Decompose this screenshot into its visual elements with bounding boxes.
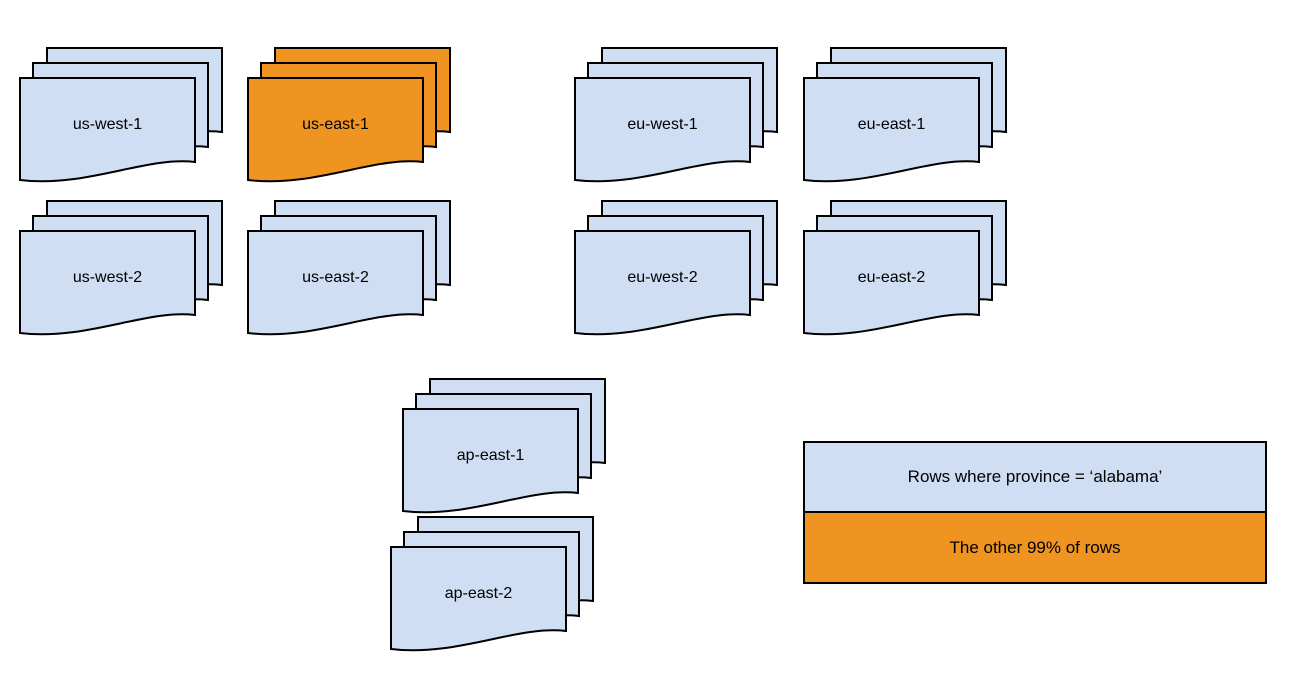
region-stack-us-west-2[interactable]: us-west-2 (19, 197, 229, 337)
region-shape-us-west-2: us-west-2 (19, 200, 223, 336)
legend: Rows where province = ‘alabama’ The othe… (803, 441, 1267, 584)
region-stack-us-west-1[interactable]: us-west-1 (19, 44, 229, 184)
document-front (803, 77, 980, 183)
legend-row-other-rows: The other 99% of rows (805, 513, 1265, 582)
document-front (19, 77, 196, 183)
document-front (803, 230, 980, 336)
region-stack-eu-east-1[interactable]: eu-east-1 (803, 44, 1013, 184)
document-front (574, 77, 751, 183)
region-stack-us-east-1[interactable]: us-east-1 (247, 44, 457, 184)
region-stack-us-east-2[interactable]: us-east-2 (247, 197, 457, 337)
region-stack-eu-east-2[interactable]: eu-east-2 (803, 197, 1013, 337)
region-shape-ap-east-1: ap-east-1 (402, 378, 606, 514)
region-shape-us-east-1: us-east-1 (247, 47, 451, 183)
region-shape-eu-east-1: eu-east-1 (803, 47, 1007, 183)
document-front (19, 230, 196, 336)
legend-row-alabama: Rows where province = ‘alabama’ (805, 443, 1265, 513)
document-front (390, 546, 567, 652)
document-front (574, 230, 751, 336)
region-shape-eu-west-2: eu-west-2 (574, 200, 778, 336)
region-shape-us-east-2: us-east-2 (247, 200, 451, 336)
region-shape-ap-east-2: ap-east-2 (390, 516, 594, 652)
region-shape-eu-west-1: eu-west-1 (574, 47, 778, 183)
region-shape-eu-east-2: eu-east-2 (803, 200, 1007, 336)
legend-label-alabama: Rows where province = ‘alabama’ (907, 467, 1163, 486)
region-stack-ap-east-2[interactable]: ap-east-2 (390, 513, 600, 653)
region-stack-eu-west-1[interactable]: eu-west-1 (574, 44, 784, 184)
document-front (247, 230, 424, 336)
region-shape-us-west-1: us-west-1 (19, 47, 223, 183)
region-stack-eu-west-2[interactable]: eu-west-2 (574, 197, 784, 337)
document-front (402, 408, 579, 514)
region-stack-ap-east-1[interactable]: ap-east-1 (402, 375, 612, 515)
legend-label-other-rows: The other 99% of rows (949, 537, 1121, 557)
document-front (247, 77, 424, 183)
